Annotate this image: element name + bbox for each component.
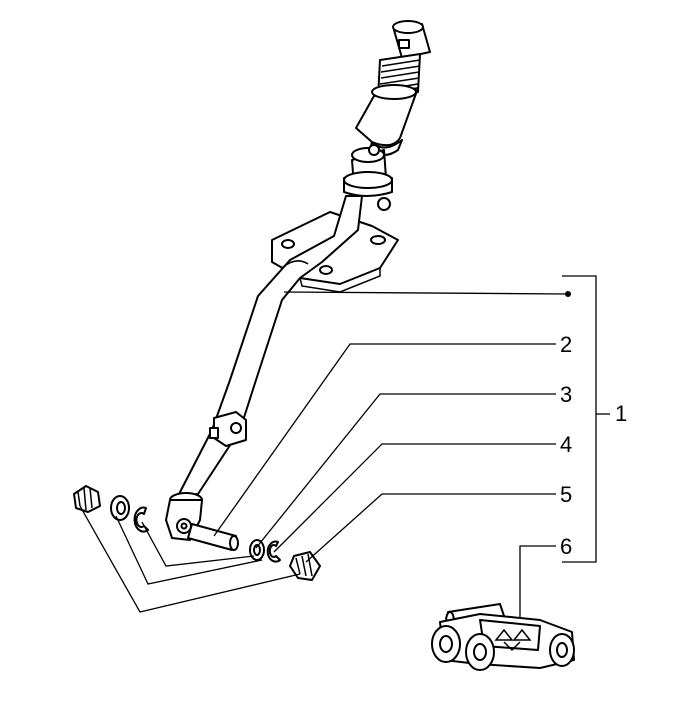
nut-left	[73, 485, 101, 513]
assembly-leaders	[79, 505, 301, 613]
callout-3: 3	[560, 382, 572, 407]
callout-4: 4	[560, 432, 572, 457]
callout-1: 1	[615, 401, 627, 426]
lever-yoke	[431, 603, 575, 671]
clip-right	[266, 540, 281, 563]
washer-right	[249, 539, 265, 561]
callout-5: 5	[560, 482, 572, 507]
upper-collar	[343, 144, 393, 211]
clip-left	[133, 506, 149, 533]
washer-left	[110, 495, 130, 521]
nut-right	[289, 551, 321, 581]
callout-2: 2	[560, 332, 572, 357]
callout-leaders	[213, 275, 610, 624]
callout-6: 6	[560, 534, 572, 559]
upper-pivot-sleeve	[355, 20, 431, 156]
pivot-pin	[187, 523, 239, 551]
lever-tube	[177, 195, 363, 497]
